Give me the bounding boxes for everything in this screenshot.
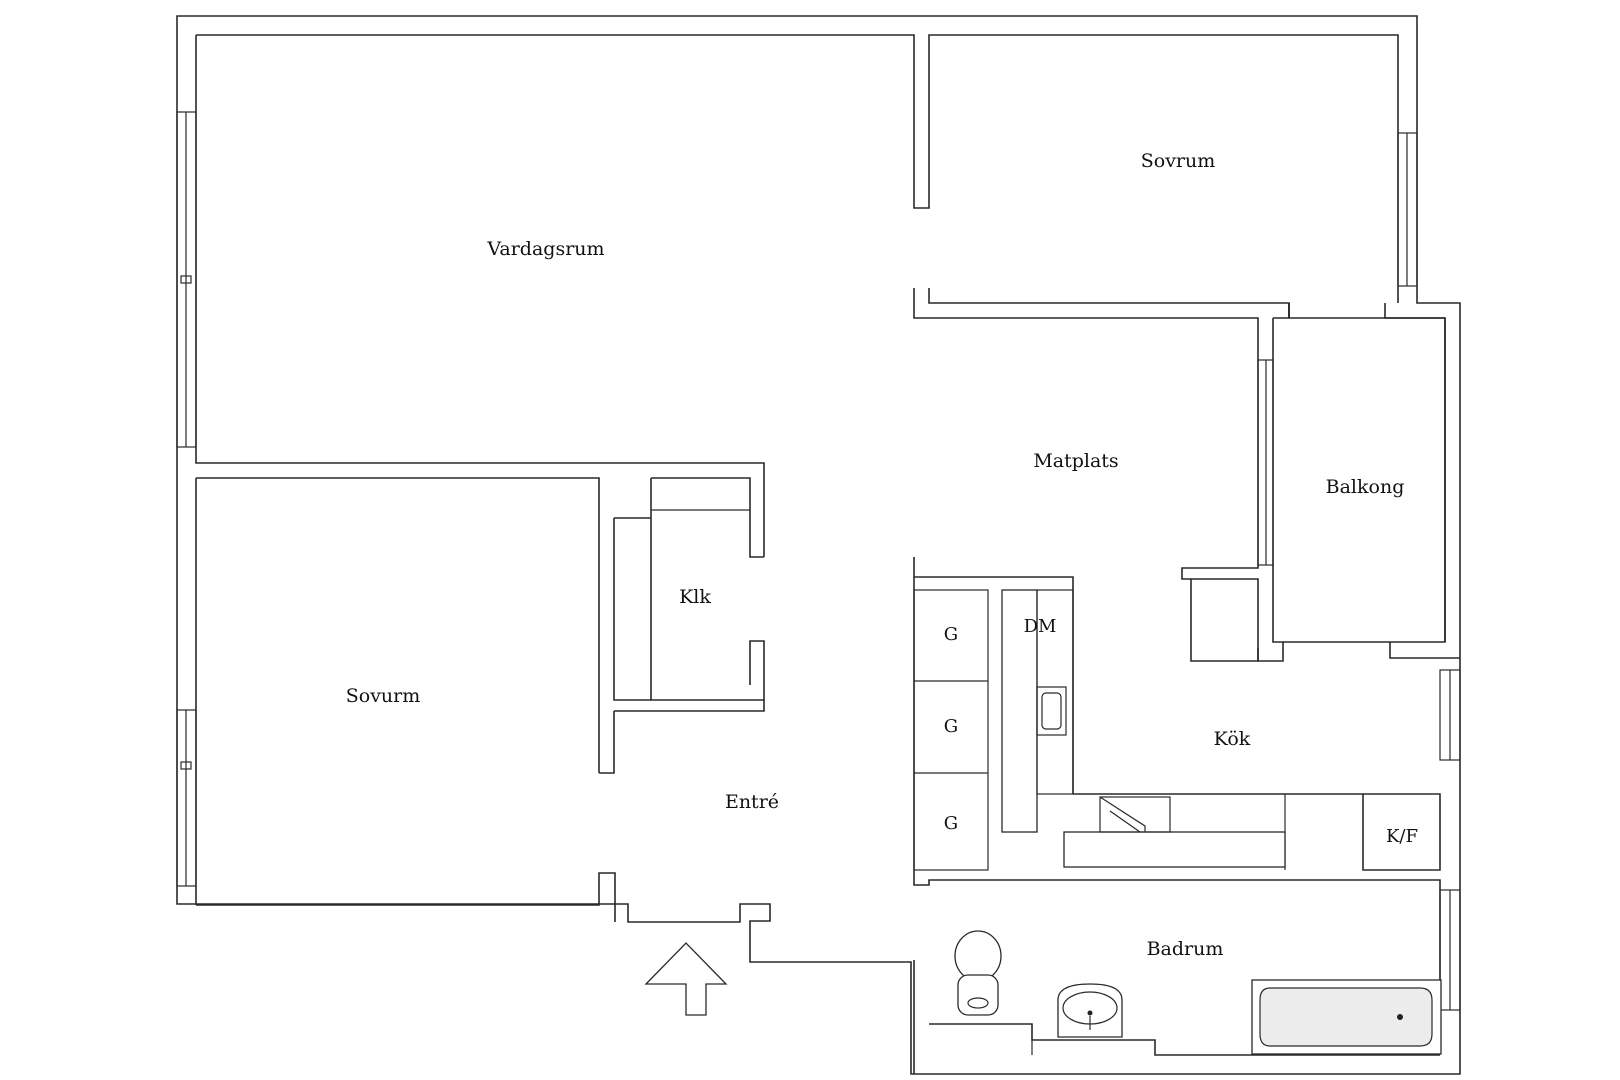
room-label-matplats: Matplats: [1033, 450, 1118, 472]
window-right-sovrum: [1397, 132, 1418, 287]
window-left-top: [176, 111, 197, 448]
room-label-klk: Klk: [679, 586, 711, 608]
entrance-arrow-icon: [644, 942, 728, 1016]
partition-walls: [913, 288, 1460, 662]
wardrobe-label-1: G: [944, 624, 958, 645]
room-label-kok: Kök: [1214, 728, 1251, 750]
dishwasher-label: DM: [1024, 616, 1057, 637]
fridge-freezer-label: K/F: [1386, 826, 1418, 847]
room-label-vardagsrum: Vardagsrum: [486, 238, 604, 260]
room-label-badrum: Badrum: [1147, 938, 1224, 960]
exterior-walls: [176, 15, 1461, 1075]
room-label-balkong: Balkong: [1326, 476, 1405, 498]
room-label-sovurm-left: Sovurm: [346, 685, 421, 707]
window-left-bottom: [176, 709, 197, 887]
kitchen-walls: [913, 557, 1461, 871]
room-label-entre: Entré: [725, 791, 779, 813]
room-label-sovrum-top: Sovrum: [1141, 150, 1216, 172]
closet-walls: [599, 477, 765, 774]
bathroom-walls: [913, 870, 1461, 1074]
wardrobe-label-2: G: [944, 716, 958, 737]
wardrobe-label-3: G: [944, 813, 958, 834]
